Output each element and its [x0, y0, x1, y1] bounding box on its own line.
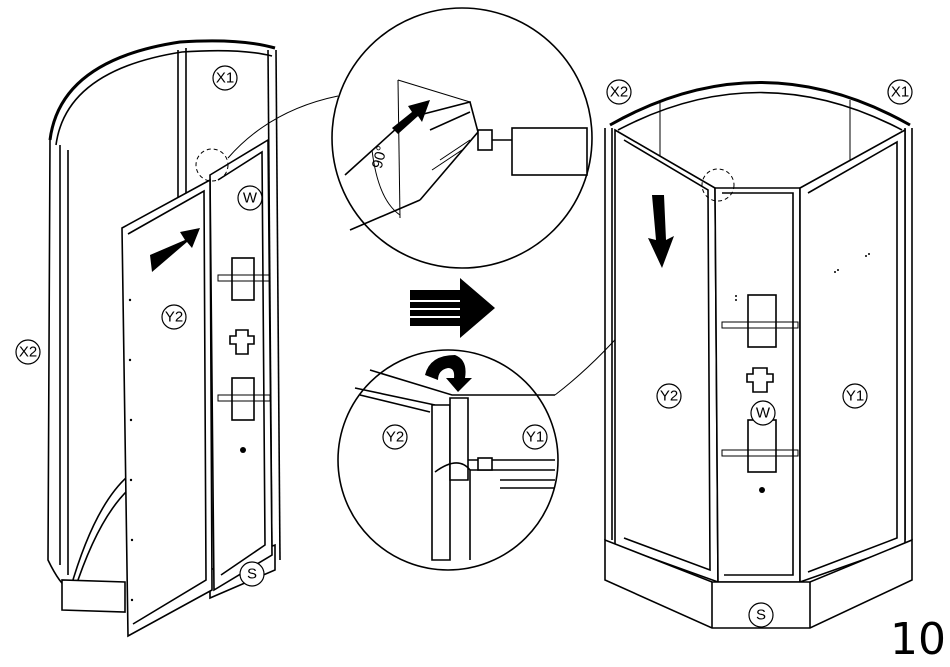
- label-y2-left: Y2: [162, 305, 186, 329]
- label-y2-right: Y2: [657, 384, 681, 408]
- label-w-right: W: [751, 401, 775, 425]
- detail-circle-top: 90°: [332, 8, 592, 268]
- svg-text:W: W: [756, 405, 771, 422]
- svg-text:X2: X2: [19, 344, 37, 361]
- label-w-left: W: [238, 186, 262, 210]
- svg-text:X1: X1: [891, 84, 909, 101]
- label-y2-detail: Y2: [383, 425, 407, 449]
- svg-text:X2: X2: [610, 84, 628, 101]
- svg-text:S: S: [756, 607, 766, 624]
- step-number: 10: [890, 614, 946, 665]
- detail-circle-bottom: [338, 350, 558, 570]
- label-x2-left: X2: [16, 340, 40, 364]
- svg-text:Y2: Y2: [386, 429, 404, 446]
- label-x1-left: X1: [213, 66, 237, 90]
- left-shower-assembly: [48, 41, 338, 636]
- label-s-left: S: [240, 562, 264, 586]
- label-y1-detail: Y1: [523, 425, 547, 449]
- svg-text:S: S: [247, 566, 257, 583]
- svg-text:Y1: Y1: [526, 429, 544, 446]
- svg-text:X1: X1: [216, 70, 234, 87]
- svg-text:W: W: [243, 190, 258, 207]
- label-s-right: S: [749, 603, 773, 627]
- svg-text:Y2: Y2: [660, 388, 678, 405]
- label-x2-right: X2: [607, 80, 631, 104]
- right-shower-assembly: [605, 83, 912, 629]
- label-x1-right: X1: [888, 80, 912, 104]
- svg-text:Y1: Y1: [846, 388, 864, 405]
- svg-text:Y2: Y2: [165, 309, 183, 326]
- label-y1-right: Y1: [843, 384, 867, 408]
